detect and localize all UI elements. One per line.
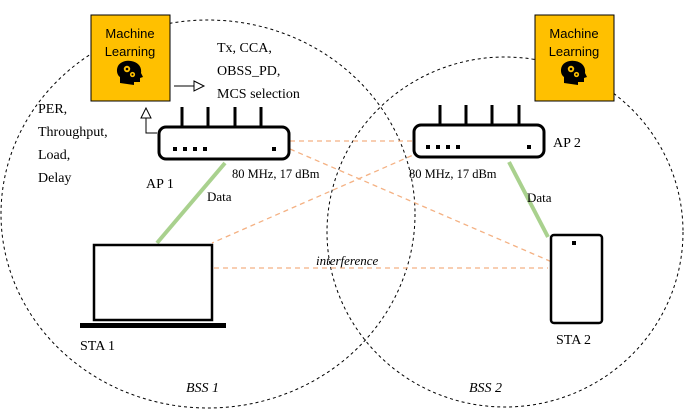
ml-input-line-2: Throughput, xyxy=(38,125,108,140)
data-link-ap1-sta1 xyxy=(155,161,227,245)
bss1-label: BSS 1 xyxy=(186,381,219,396)
ml-box-2: Machine Learning xyxy=(534,14,615,102)
ml-input-line-3: Load, xyxy=(38,148,70,163)
data-link-ap2-sta2 xyxy=(507,161,550,238)
sta1-label: STA 1 xyxy=(80,339,115,354)
ap1-config-label: 80 MHz, 17 dBm xyxy=(232,167,320,181)
brain-gears-icon xyxy=(560,60,587,85)
interference-label: interference xyxy=(316,253,379,268)
ap1-label: AP 1 xyxy=(146,177,174,192)
ml-input-line-4: Delay xyxy=(38,171,71,186)
ap2-label: AP 2 xyxy=(553,136,581,151)
ap2-router-icon xyxy=(412,105,546,159)
ml-inputs-text: PER, Throughput, Load, Delay xyxy=(38,102,108,186)
sta2-label: STA 2 xyxy=(556,333,591,348)
ml-box-2-line1: Machine xyxy=(549,26,598,41)
sta2-phone-icon xyxy=(549,233,604,325)
ml-output-arrow xyxy=(174,80,206,92)
ml-output-line-3: MCS selection xyxy=(217,87,300,102)
ml-box-1: Machine Learning xyxy=(90,14,171,102)
ml-input-line-1: PER, xyxy=(38,102,67,117)
interference-link-ap1-sta2 xyxy=(289,148,553,263)
data-link-1-label: Data xyxy=(207,189,232,204)
interference-link-ap2-sta1 xyxy=(211,151,421,244)
ml-box-2-line2: Learning xyxy=(549,44,600,59)
bss2-coverage-circle xyxy=(326,56,684,408)
bss2-label: BSS 2 xyxy=(469,381,502,396)
ap2-config-label: 80 MHz, 17 dBm xyxy=(409,167,497,181)
ml-input-arrow xyxy=(140,106,157,134)
ml-output-line-1: Tx, CCA, xyxy=(217,41,272,56)
ml-box-1-line2: Learning xyxy=(105,44,156,59)
ml-box-1-line1: Machine xyxy=(105,26,154,41)
ap1-router-icon xyxy=(157,107,291,161)
sta1-laptop-icon xyxy=(80,243,226,328)
brain-gears-icon xyxy=(116,60,143,85)
ml-output-line-2: OBSS_PD, xyxy=(217,64,280,79)
bss1-coverage-circle xyxy=(0,19,416,409)
ml-outputs-text: Tx, CCA, OBSS_PD, MCS selection xyxy=(217,41,300,102)
data-link-2-label: Data xyxy=(527,190,552,205)
